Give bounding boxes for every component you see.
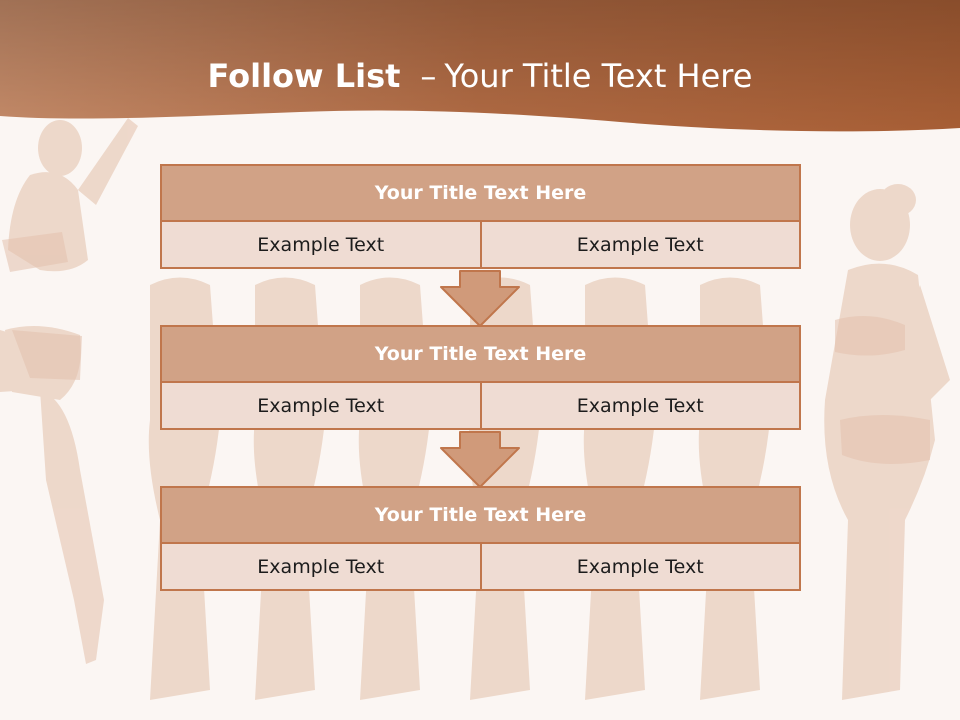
block-row: Example Text Example Text: [160, 381, 801, 430]
block-cell-left: Example Text: [257, 233, 385, 256]
list-block-3: Your Title Text Here Example Text Exampl…: [160, 486, 801, 591]
block-row: Example Text Example Text: [160, 220, 801, 269]
slide-title: Follow List – Your Title Text Here: [0, 52, 960, 100]
list-block-1: Your Title Text Here Example Text Exampl…: [160, 164, 801, 269]
list-block-2: Your Title Text Here Example Text Exampl…: [160, 325, 801, 430]
block-row: Example Text Example Text: [160, 542, 801, 591]
title-bold-part: Follow List: [207, 57, 401, 95]
title-rest-part: Your Title Text Here: [444, 57, 753, 95]
block-cell-left: Example Text: [257, 555, 385, 578]
block-title: Your Title Text Here: [160, 164, 801, 220]
title-dash: –: [420, 57, 437, 95]
block-cell-right: Example Text: [479, 383, 800, 428]
block-title: Your Title Text Here: [160, 486, 801, 542]
down-arrow-icon: [440, 270, 520, 327]
block-cell-right: Example Text: [479, 222, 800, 267]
block-title: Your Title Text Here: [160, 325, 801, 381]
block-cell-left: Example Text: [257, 394, 385, 417]
down-arrow-icon: [440, 431, 520, 488]
block-cell-right: Example Text: [479, 544, 800, 589]
